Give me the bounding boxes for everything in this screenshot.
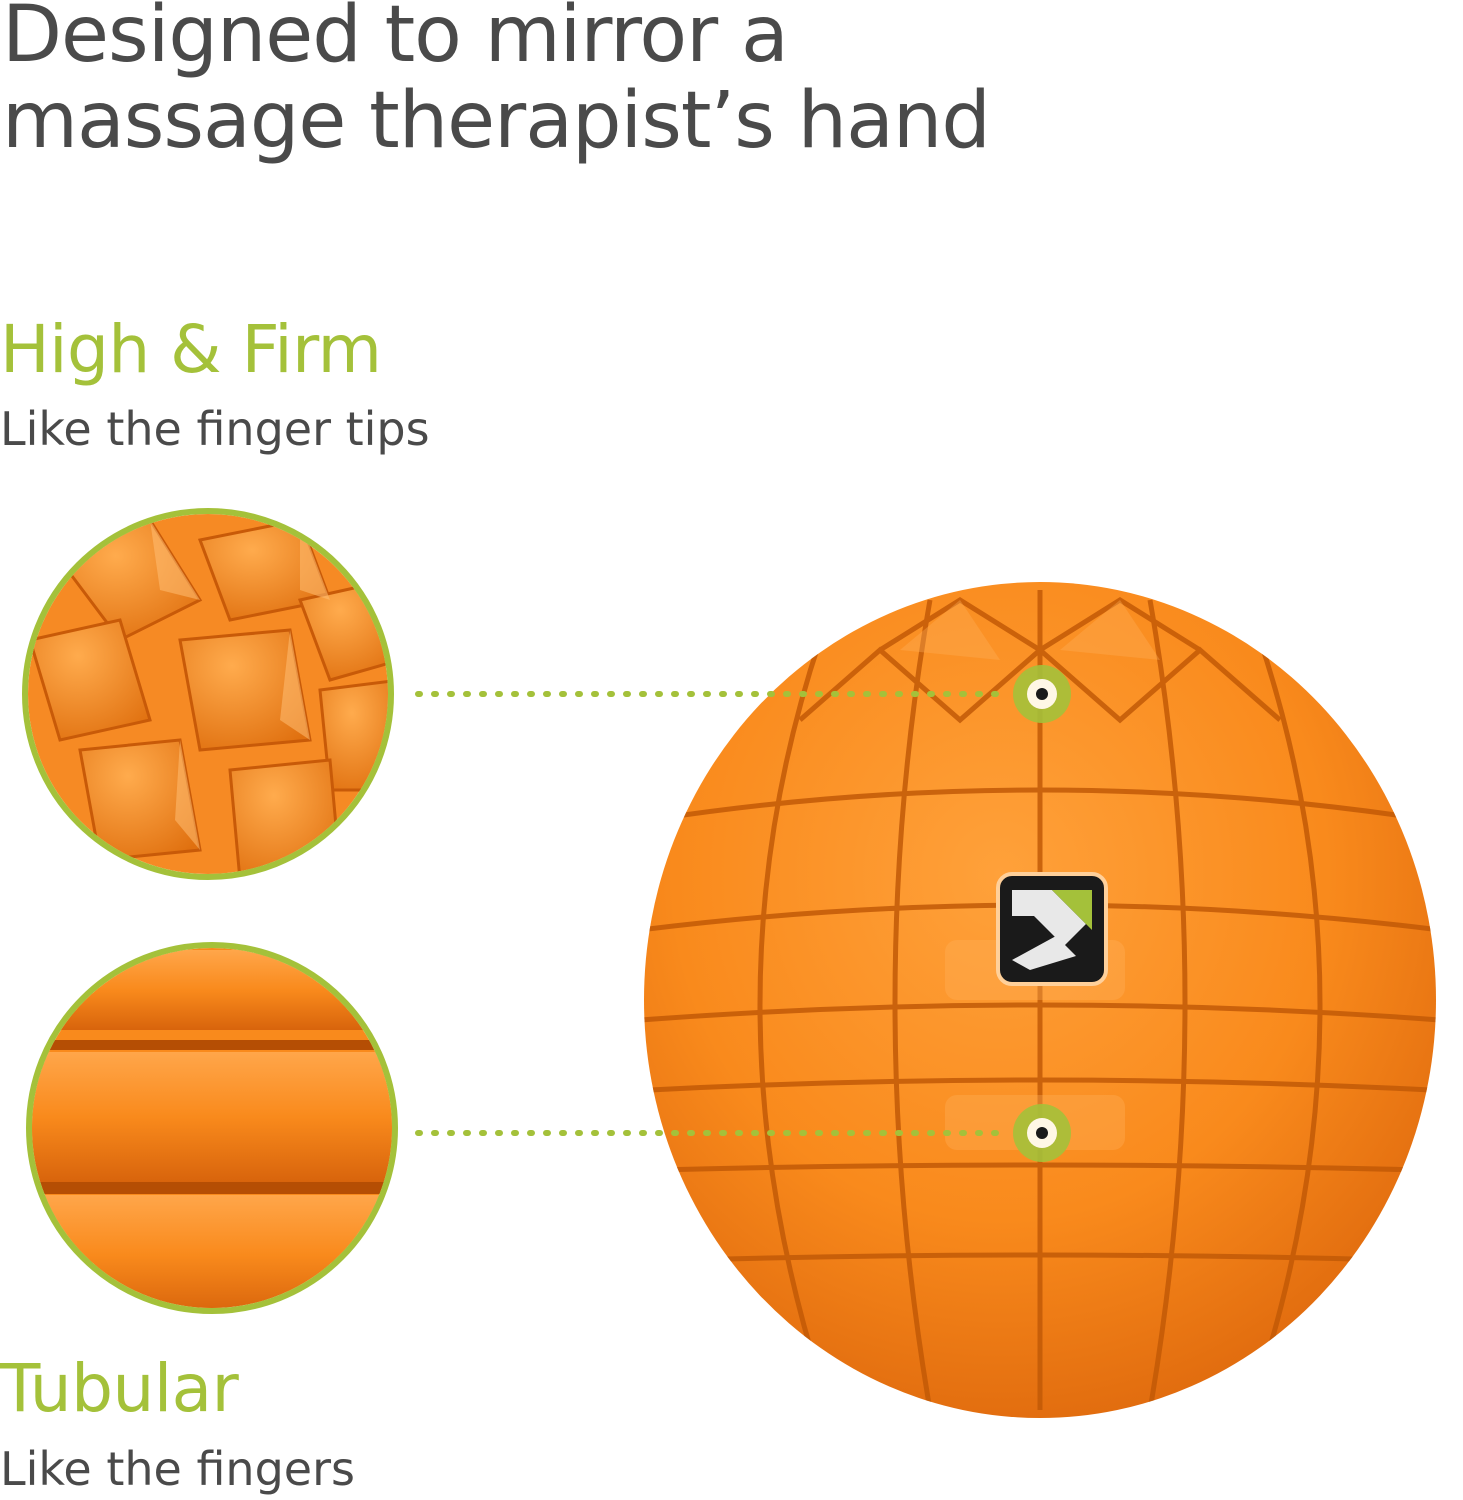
callout-high-firm [415,665,1071,723]
feature-title-high-firm: High & Firm [0,311,382,388]
target-dot-icon [1013,665,1071,723]
massage-ball [644,582,1436,1418]
target-dot-icon [1013,1104,1071,1162]
headline-line-2: massage therapist’s hand [2,76,991,166]
feature-subtitle-finger-tips: Like the finger tips [0,402,430,456]
feature-title-tubular: Tubular [0,1350,239,1427]
detail-circle-high-firm [22,508,394,880]
feature-subtitle-fingers: Like the fingers [0,1442,355,1496]
headline: Designed to mirror a massage therapist’s… [2,0,1102,164]
arrow-logo-icon [996,872,1108,986]
callout-tubular [415,1104,1071,1162]
headline-line-1: Designed to mirror a [2,0,789,80]
detail-circle-tubular [26,942,398,1314]
